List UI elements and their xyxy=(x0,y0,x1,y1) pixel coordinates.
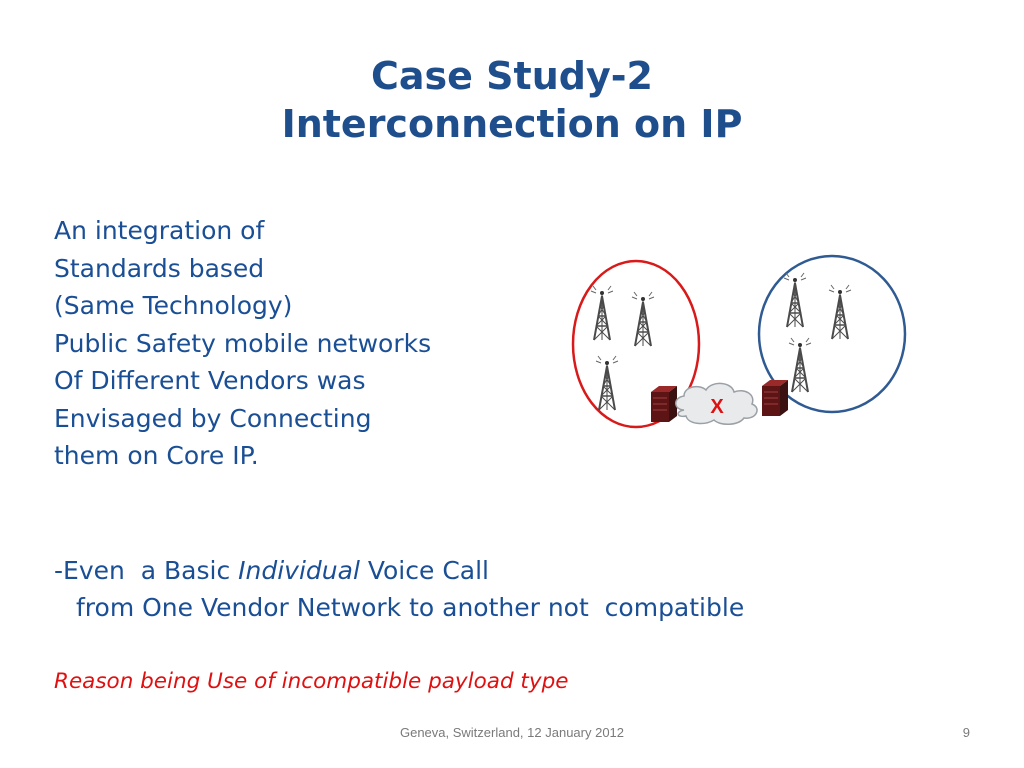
network-diagram: X xyxy=(571,254,907,429)
page-number: 9 xyxy=(962,725,970,740)
radio-tower-icon xyxy=(828,284,852,340)
server-icon xyxy=(650,385,678,423)
intro-line: (Same Technology) xyxy=(54,291,293,320)
title-line-2: Interconnection on IP xyxy=(281,102,743,146)
left-network-boundary xyxy=(571,259,701,429)
server-icon xyxy=(761,379,789,417)
radio-tower-icon xyxy=(595,355,619,411)
footer-text: Geneva, Switzerland, 12 January 2012 xyxy=(399,725,625,740)
intro-line: them on Core IP. xyxy=(54,441,259,470)
bullet-emphasis: Individual xyxy=(238,556,360,585)
bullet-line-1: -Even a Basic Individual Voice Call xyxy=(54,552,744,589)
bullet-point: -Even a Basic Individual Voice Call from… xyxy=(54,552,744,626)
radio-tower-icon xyxy=(590,285,614,341)
bullet-suffix: Voice Call xyxy=(359,556,489,585)
cloud-x-mark: X xyxy=(710,396,724,418)
intro-line: Public Safety mobile networks xyxy=(54,328,432,358)
intro-line: Standards based xyxy=(54,253,265,283)
cloud-icon xyxy=(675,382,758,425)
bullet-prefix: -Even a Basic xyxy=(54,556,239,585)
intro-line: An integration of xyxy=(54,216,265,245)
reason-text: Reason being Use of incompatible payload… xyxy=(54,669,569,694)
intro-line: Envisaged by Connecting xyxy=(54,403,372,433)
title-line-1: Case Study-2 xyxy=(371,54,653,98)
intro-line: Of Different Vendors was xyxy=(54,366,366,395)
slide-title: Case Study-2 Interconnection on IP xyxy=(0,52,1024,148)
bullet-line-2: from One Vendor Network to another not c… xyxy=(76,593,745,622)
radio-tower-icon xyxy=(783,272,807,328)
radio-tower-icon xyxy=(631,291,655,347)
intro-text: An integration of Standards based (Same … xyxy=(54,212,431,475)
right-network-boundary xyxy=(757,254,907,414)
radio-tower-icon xyxy=(788,337,812,393)
